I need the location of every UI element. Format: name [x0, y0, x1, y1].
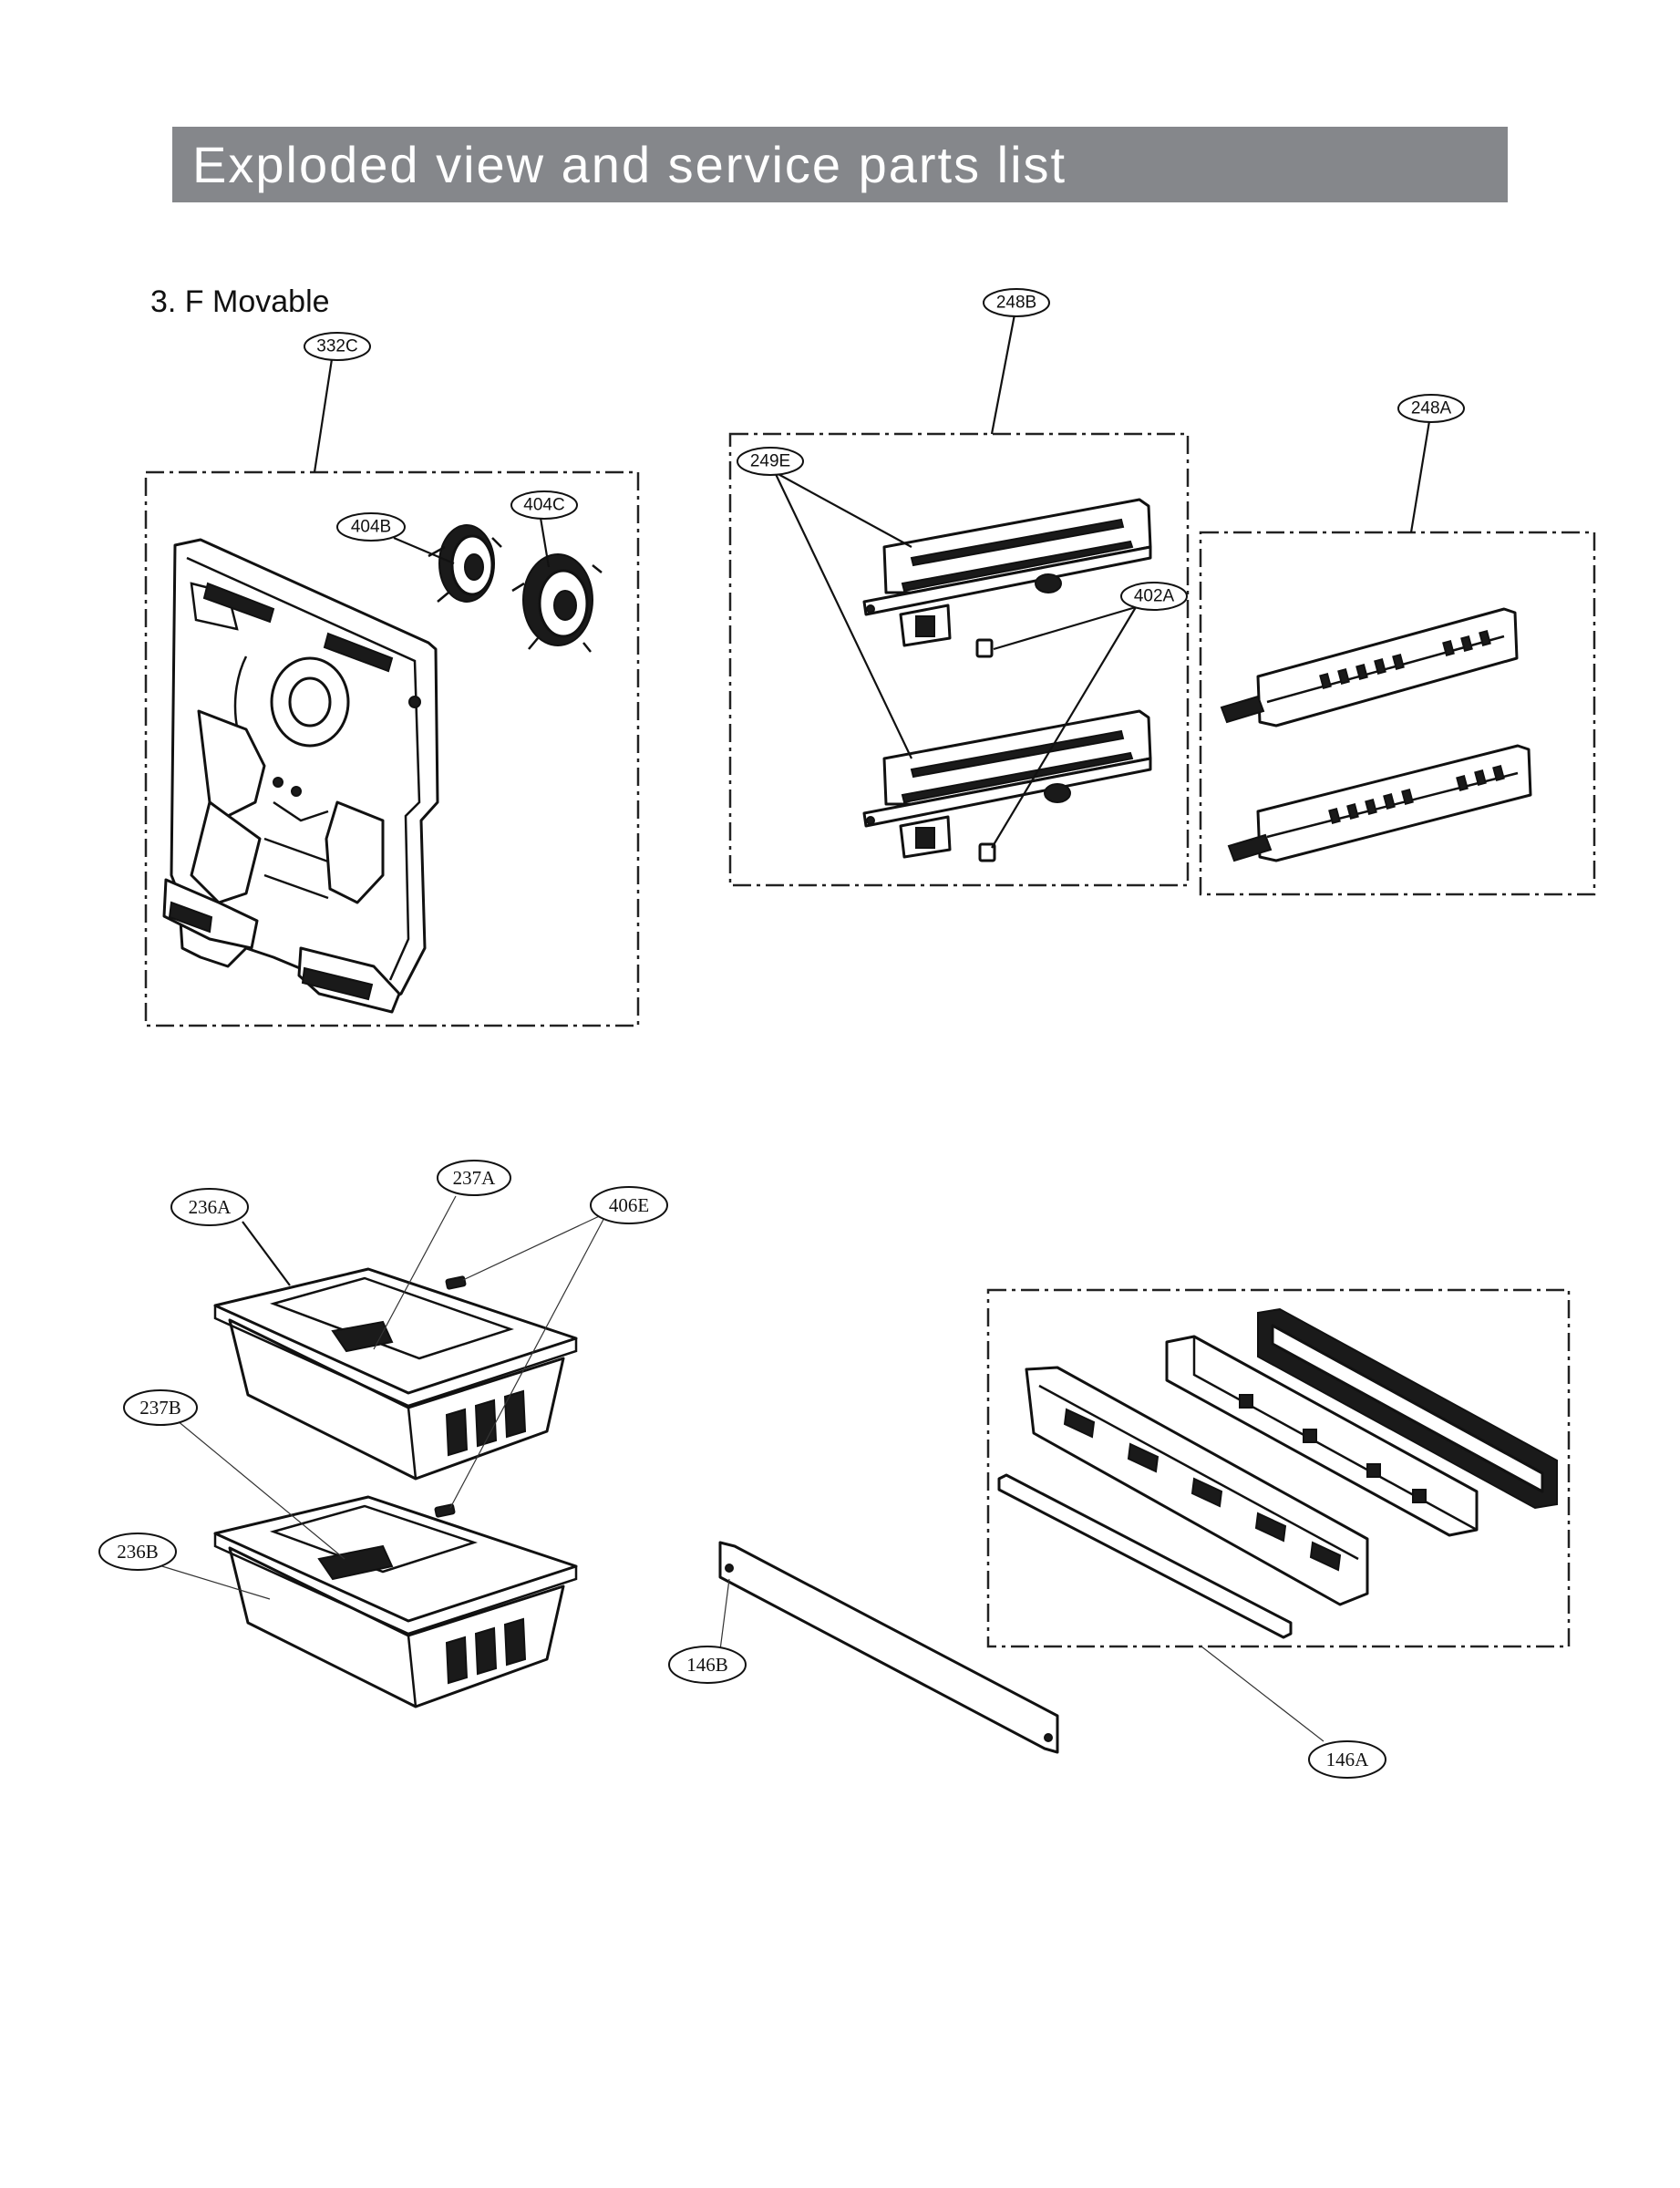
guide-rail-upper: [1220, 607, 1519, 728]
drawer-236A: [213, 1267, 578, 1481]
label-249E: 249E: [737, 447, 804, 476]
section-title: 3. F Movable: [150, 284, 330, 319]
page-title: Exploded view and service parts list: [192, 136, 1067, 193]
label-248A: 248A: [1397, 394, 1465, 423]
group-box-146A: [986, 1288, 1571, 1648]
label-404B-text: 404B: [351, 518, 391, 537]
leader-402A-b: [991, 606, 1137, 849]
label-146A: 146A: [1308, 1740, 1386, 1779]
cover-panel-146A: [1165, 1335, 1479, 1537]
label-402A: 402A: [1120, 582, 1188, 611]
leader-146B: [719, 1578, 730, 1651]
leader-146A: [1201, 1646, 1324, 1742]
guide-rail-lower: [1227, 744, 1532, 862]
damper-404C: [511, 553, 603, 653]
label-237B: 237B: [123, 1389, 198, 1426]
leader-404C: [539, 517, 551, 568]
rail-assembly-upper: [862, 498, 1152, 647]
leader-236B: [143, 1560, 271, 1600]
label-248B-text: 248B: [996, 294, 1036, 313]
leader-236A: [242, 1221, 291, 1286]
group-box-248A: [1199, 531, 1596, 896]
guide-rail-lower-slots: [1328, 764, 1505, 825]
leader-402A-a: [993, 605, 1137, 651]
leader-237B: [176, 1419, 345, 1560]
strip-146A: [997, 1473, 1293, 1639]
label-332C: 332C: [304, 332, 371, 361]
label-146B-text: 146B: [686, 1654, 728, 1676]
leader-248A: [1409, 420, 1431, 533]
label-332C-text: 332C: [316, 337, 357, 356]
label-406E-text: 406E: [609, 1194, 649, 1216]
label-236A-text: 236A: [189, 1196, 232, 1218]
grille-146A: [1257, 1307, 1558, 1510]
guide-rail-upper-slots: [1319, 629, 1491, 690]
leader-249E-b: [774, 471, 912, 759]
label-406E: 406E: [590, 1186, 668, 1224]
rail-assembly-lower: [862, 709, 1152, 859]
label-237A: 237A: [437, 1160, 511, 1196]
label-236A: 236A: [170, 1188, 249, 1226]
stopper-406E: [434, 1275, 467, 1518]
label-146B: 146B: [668, 1646, 747, 1684]
header-bar: Exploded view and service parts list: [172, 127, 1508, 202]
label-249E-text: 249E: [750, 452, 790, 471]
drawer-236B: [213, 1495, 578, 1708]
label-146A-text: 146A: [1326, 1749, 1370, 1770]
leader-249E-a: [774, 471, 912, 548]
leader-248B: [990, 314, 1016, 435]
leader-332C: [313, 358, 334, 473]
label-237B-text: 237B: [139, 1397, 181, 1419]
group-box-332C: [144, 470, 640, 1027]
clip-402A: [975, 638, 996, 862]
frame-146A: [1025, 1366, 1369, 1606]
cover-assembly-332C: [162, 538, 439, 1014]
label-404C: 404C: [510, 490, 578, 520]
leader-404B: [393, 536, 455, 565]
label-404C-text: 404C: [523, 496, 564, 515]
label-236B-text: 236B: [117, 1541, 159, 1563]
label-404B: 404B: [336, 512, 406, 542]
label-237A-text: 237A: [453, 1167, 497, 1189]
damper-404B: [428, 524, 502, 603]
label-248B: 248B: [983, 288, 1050, 317]
label-248A-text: 248A: [1411, 399, 1452, 418]
label-236B: 236B: [98, 1533, 177, 1571]
label-402A-text: 402A: [1134, 587, 1175, 606]
group-box-248B: [728, 432, 1190, 887]
leader-237A: [373, 1195, 457, 1350]
leader-406E-a: [462, 1212, 608, 1281]
leader-406E-b: [449, 1212, 608, 1509]
cover-strip-146B: [718, 1541, 1059, 1754]
